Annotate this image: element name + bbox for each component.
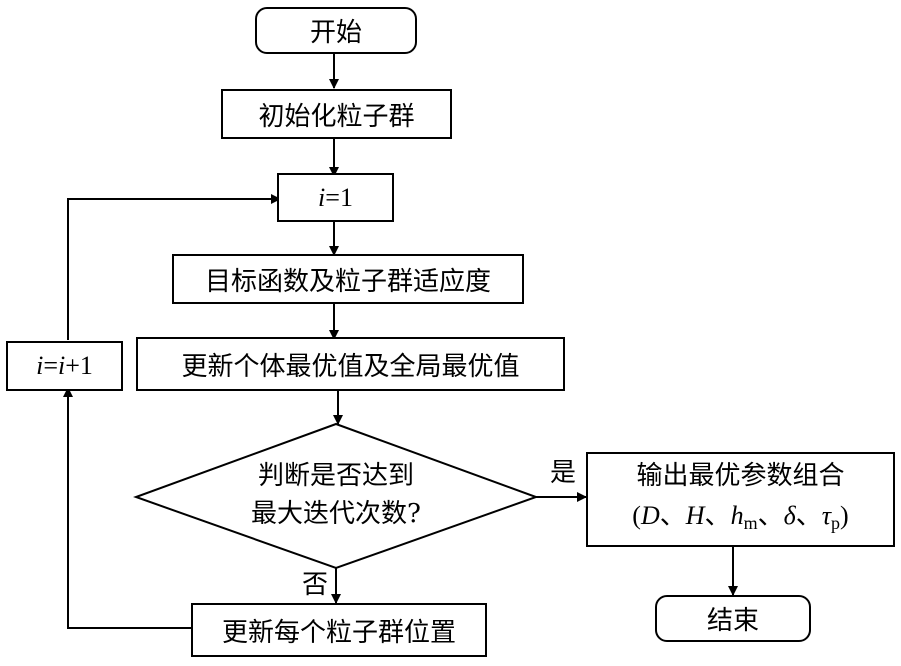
objective-node: 目标函数及粒子群适应度: [172, 254, 524, 304]
decision-line-2: 最大迭代次数?: [251, 499, 421, 529]
increment-var2: i: [58, 351, 66, 380]
output-line-1: 输出最优参数组合: [636, 461, 845, 491]
param-h: H: [685, 501, 705, 530]
counter-var: i: [318, 182, 326, 212]
output-params: (D、H、hm、δ、τp): [632, 496, 848, 543]
end-label: 结束: [706, 606, 759, 636]
decision-line-1: 判断是否达到: [257, 461, 414, 491]
start-node: 开始: [255, 7, 417, 54]
yes-label: 是: [550, 458, 577, 488]
counter-eq: =: [325, 182, 340, 212]
objective-label: 目标函数及粒子群适应度: [204, 266, 491, 297]
update-position-label: 更新每个粒子群位置: [221, 617, 456, 648]
increment-plus: +1: [65, 351, 93, 380]
increment-eq: =: [43, 351, 58, 380]
increment-var: i: [36, 351, 44, 380]
update-best-node: 更新个体最优值及全局最优值: [136, 337, 565, 391]
init-swarm-node: 初始化粒子群: [221, 89, 452, 139]
start-label: 开始: [309, 18, 362, 48]
update-position-node: 更新每个粒子群位置: [191, 603, 487, 657]
loop-line-to-increment: [63, 387, 192, 629]
increment-node: i=i+1: [6, 341, 123, 391]
decision-text: 判断是否达到 最大迭代次数?: [206, 457, 466, 533]
init-swarm-label: 初始化粒子群: [258, 101, 415, 132]
param-tau: τ: [821, 501, 832, 530]
counter-val: 1: [339, 182, 353, 212]
separator: 、: [659, 501, 686, 530]
param-delta: δ: [783, 501, 796, 530]
paren-open: (: [632, 501, 641, 530]
param-hm-sub: m: [743, 513, 758, 533]
param-tau-sub: p: [831, 513, 841, 533]
param-d: D: [640, 501, 660, 530]
output-node: 输出最优参数组合 (D、H、hm、δ、τp): [586, 452, 895, 547]
end-node: 结束: [655, 595, 811, 642]
update-best-label: 更新个体最优值及全局最优值: [181, 351, 520, 382]
no-label: 否: [302, 570, 329, 600]
paren-close: ): [840, 501, 849, 530]
separator: 、: [795, 501, 822, 530]
loop-line-to-counter: [67, 194, 281, 340]
counter-init-node: i=1: [277, 173, 394, 222]
separator: 、: [757, 501, 784, 530]
separator: 、: [704, 501, 731, 530]
param-hm: h: [730, 501, 744, 530]
